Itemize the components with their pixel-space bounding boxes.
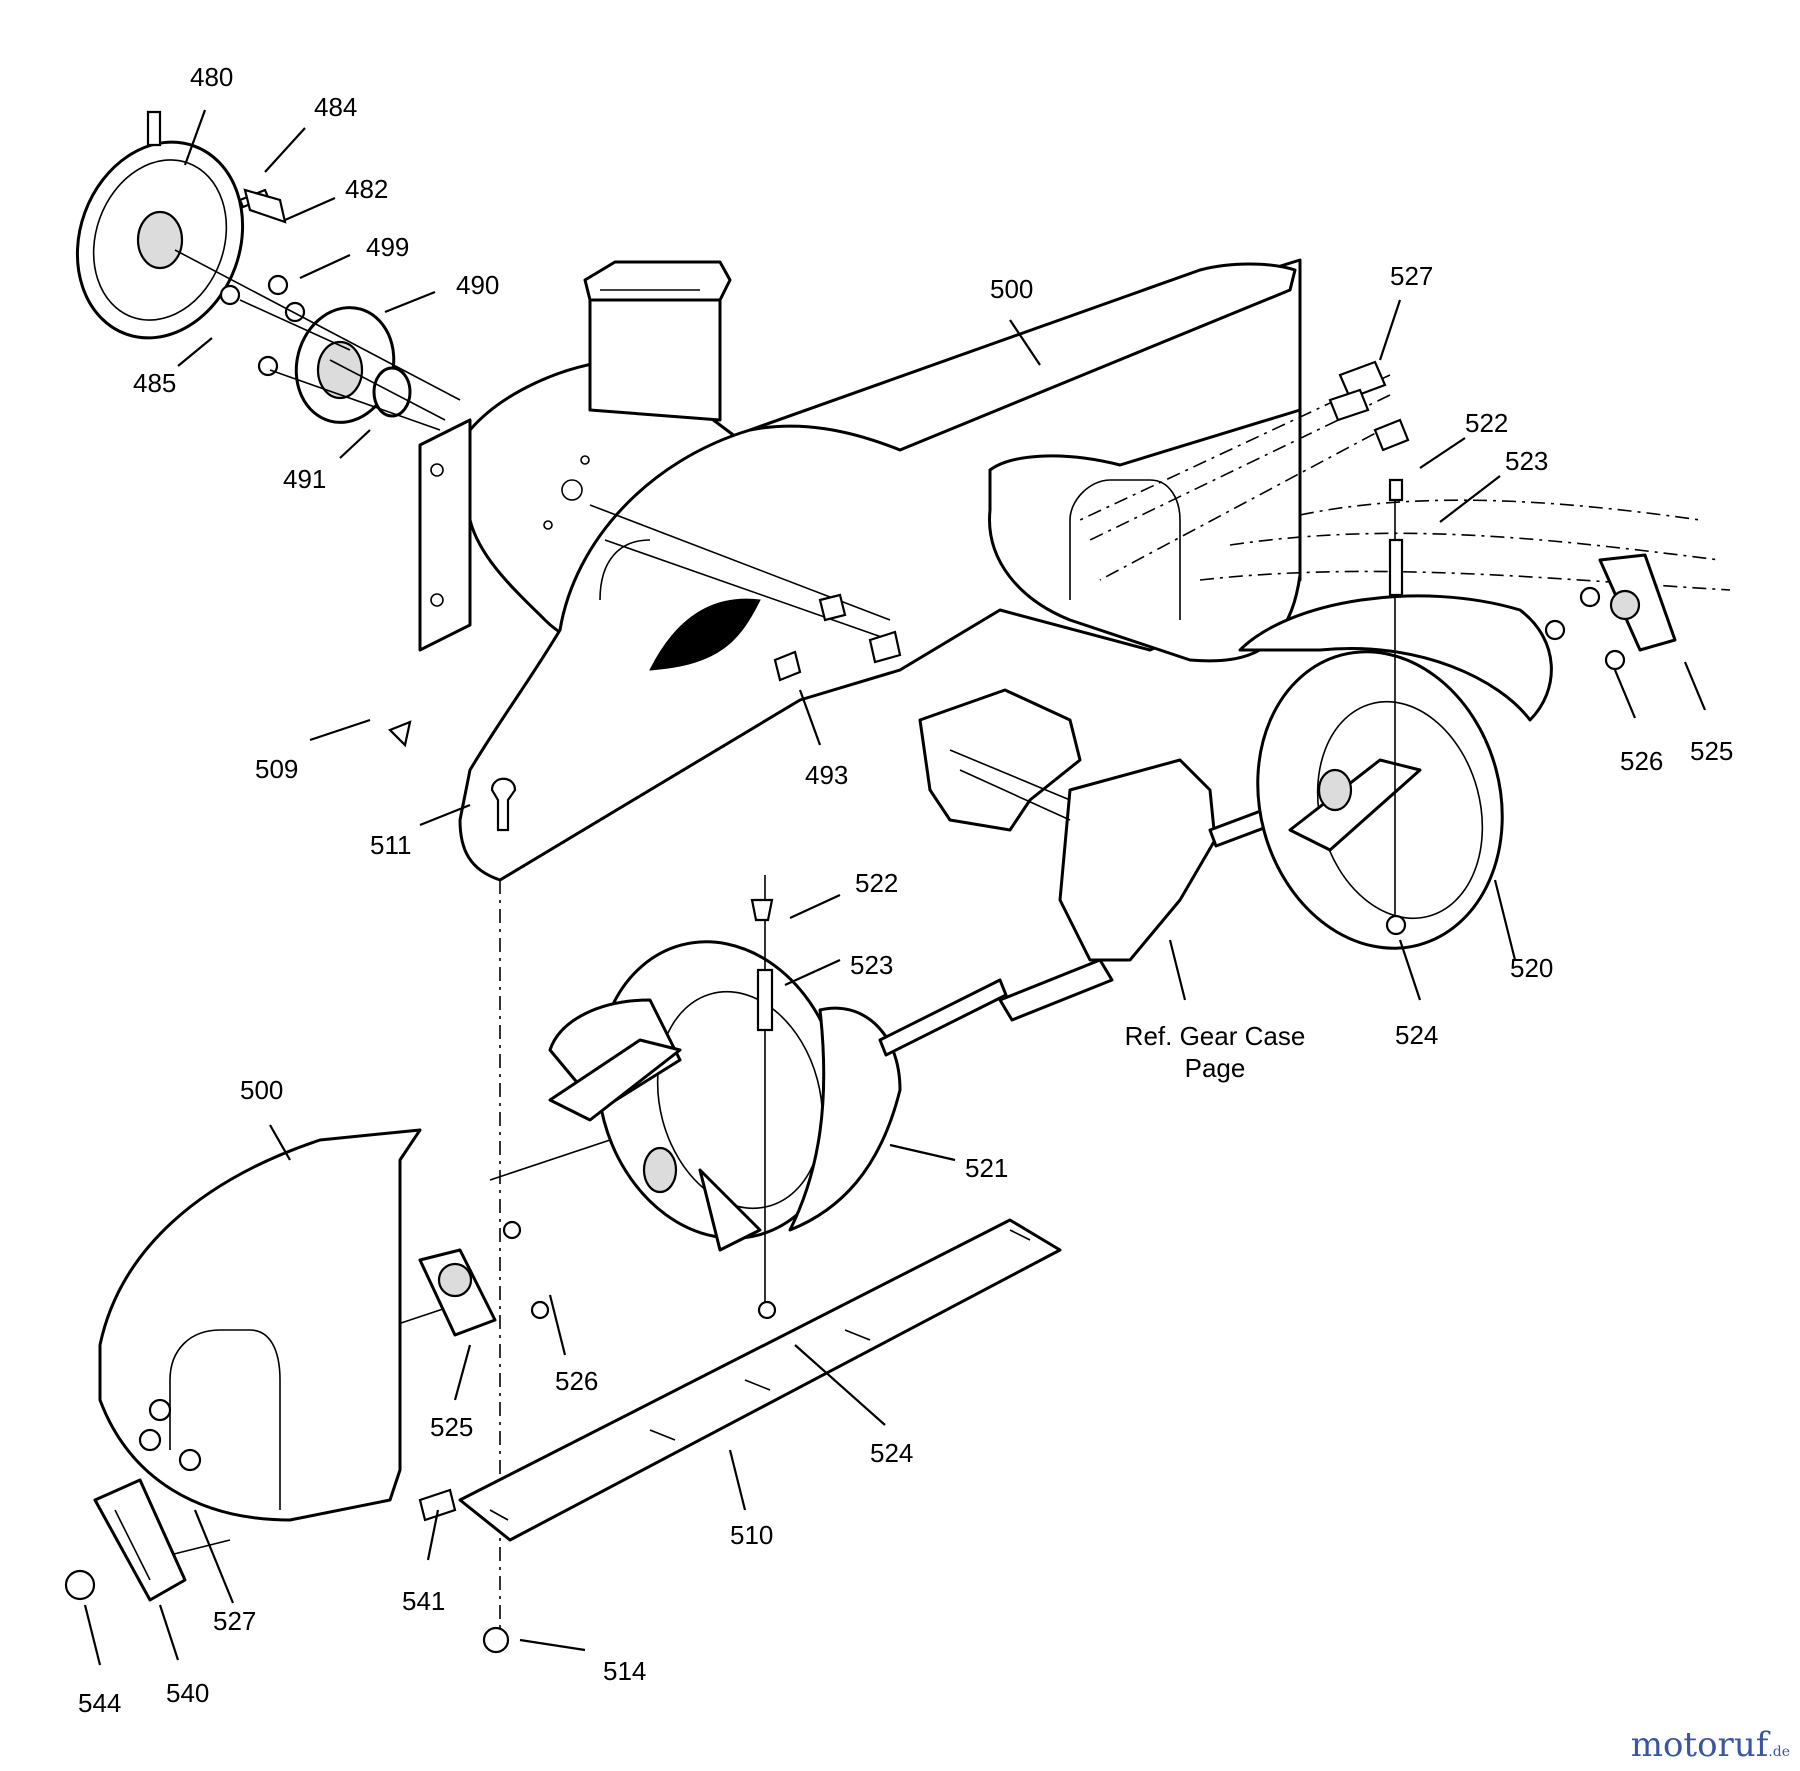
label-523-mid: 523	[850, 950, 894, 980]
label-521: 521	[965, 1153, 1009, 1183]
watermark-main: motoruf	[1630, 1725, 1769, 1765]
label-510: 510	[730, 1520, 774, 1550]
label-523-top: 523	[1505, 446, 1549, 476]
leader-lines	[83, 109, 1707, 1666]
hardware-lines	[174, 249, 461, 431]
label-511: 511	[370, 830, 412, 860]
label-540: 540	[166, 1678, 210, 1708]
watermark-logo: motoruf.de	[1631, 1725, 1790, 1765]
housing-screws	[388, 360, 1410, 832]
label-491: 491	[283, 464, 327, 494]
auger-left	[548, 875, 1008, 1320]
label-525-right: 525	[1690, 736, 1734, 766]
label-482: 482	[345, 174, 389, 204]
bearing-right	[1544, 553, 1677, 671]
label-520: 520	[1510, 953, 1554, 983]
label-490: 490	[456, 270, 500, 300]
housing-side-panel	[98, 1128, 422, 1522]
label-541: 541	[402, 1586, 446, 1616]
label-525-left: 525	[430, 1412, 474, 1442]
carriage-bolts	[418, 1488, 510, 1654]
note-line-2: Page	[1184, 1053, 1246, 1083]
bearing-left	[418, 1220, 550, 1337]
watermark-tld: .de	[1768, 1744, 1790, 1760]
label-524-right: 524	[1395, 1020, 1439, 1050]
label-527-top: 527	[1390, 261, 1434, 291]
label-527-bottom: 527	[213, 1606, 257, 1636]
auger-housing	[418, 258, 1302, 882]
bearing-flange	[219, 188, 412, 424]
note-line-1: Ref. Gear Case	[1124, 1021, 1306, 1051]
label-524-mid: 524	[870, 1438, 914, 1468]
alignment-lines	[149, 374, 1731, 1640]
label-484: 484	[314, 92, 358, 122]
label-500-bottom: 500	[240, 1075, 284, 1105]
label-509: 509	[255, 754, 299, 784]
label-480: 480	[190, 62, 234, 92]
label-500-top: 500	[990, 274, 1034, 304]
auger-right	[1238, 478, 1553, 950]
label-544: 544	[78, 1688, 122, 1718]
label-493: 493	[805, 760, 849, 790]
gear-case	[918, 688, 1298, 1022]
pulley	[75, 110, 245, 340]
gear-case-reference-note: Ref. Gear Case Page	[1095, 1020, 1335, 1084]
label-499: 499	[366, 232, 410, 262]
label-522-top: 522	[1465, 408, 1509, 438]
label-485: 485	[133, 368, 177, 398]
label-522-mid: 522	[855, 868, 899, 898]
skid-shoe	[64, 1478, 187, 1602]
scraper-bar	[458, 1218, 1062, 1542]
label-514: 514	[603, 1656, 647, 1686]
label-526-right: 526	[1620, 746, 1664, 776]
label-526-left: 526	[555, 1366, 599, 1396]
